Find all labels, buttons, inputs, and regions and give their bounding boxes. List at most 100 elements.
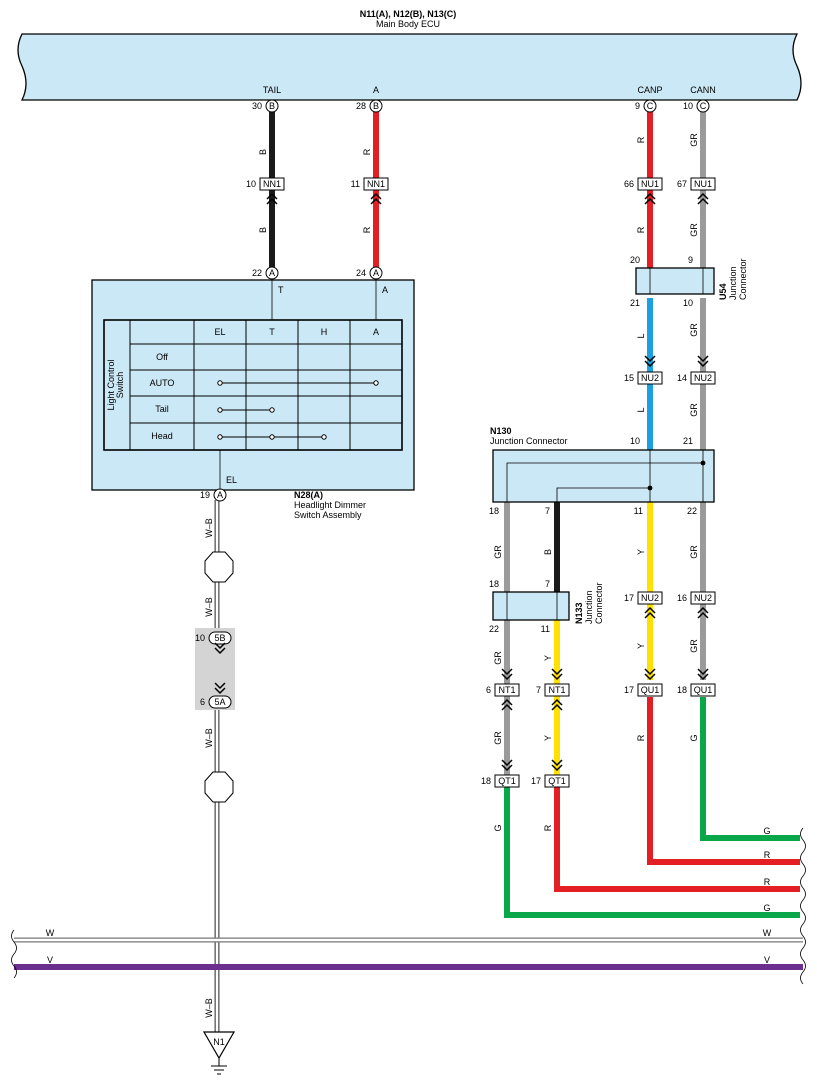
bus-v-label-left: V — [47, 955, 53, 965]
svg-text:17: 17 — [624, 685, 634, 695]
u54-name-1: Junction — [728, 266, 738, 300]
svg-text:5A: 5A — [214, 697, 225, 707]
label-y-2: Y — [543, 655, 553, 661]
n130-pin-18: 18 — [489, 506, 499, 516]
svg-text:18: 18 — [677, 685, 687, 695]
connector-qu1-17: QU1 17 — [624, 668, 663, 697]
light-control-switch-table — [103, 319, 403, 451]
svg-text:16: 16 — [677, 593, 687, 603]
svg-text:NN1: NN1 — [263, 179, 281, 189]
label-gr-5: GR — [493, 545, 503, 559]
splice-point-2 — [204, 771, 234, 803]
col-t: T — [269, 327, 275, 337]
label-b-3: B — [543, 549, 553, 555]
connector-nu2-17: NU2 17 — [624, 591, 663, 619]
svg-text:NU2: NU2 — [641, 373, 659, 383]
svg-text:C: C — [700, 101, 707, 111]
ecu-pin-tail: B 30 — [252, 99, 279, 113]
svg-text:B: B — [373, 101, 379, 111]
col-a: A — [373, 327, 379, 337]
connector-nu2-15: NU2 15 — [624, 355, 663, 385]
n133-pin-18: 18 — [489, 579, 499, 589]
svg-text:QU1: QU1 — [641, 685, 660, 695]
connector-nn1-10: NN1 10 — [246, 177, 285, 205]
svg-text:24: 24 — [356, 268, 366, 278]
svg-text:9: 9 — [635, 101, 640, 111]
n130-junction-dot-1 — [700, 460, 706, 466]
label-g-1: G — [689, 734, 699, 741]
ecu-pin-cann: C 10 — [683, 99, 710, 113]
label-r-1: R — [362, 148, 372, 155]
connector-nu2-16: NU2 16 — [677, 591, 716, 619]
svg-text:30: 30 — [252, 101, 262, 111]
svg-text:6: 6 — [486, 685, 491, 695]
svg-text:6: 6 — [200, 697, 205, 707]
connector-qt1-17: QT1 17 — [531, 759, 570, 788]
main-body-ecu — [17, 33, 802, 101]
svg-text:QT1: QT1 — [498, 776, 516, 786]
label-r-2: R — [362, 226, 372, 233]
junction-connector-n133 — [492, 591, 570, 621]
svg-text:14: 14 — [677, 373, 687, 383]
label-gr-3: GR — [689, 323, 699, 337]
svg-text:7: 7 — [536, 685, 541, 695]
connector-qt1-18: QT1 18 — [481, 759, 520, 788]
svg-text:NN1: NN1 — [367, 179, 385, 189]
connector-5a: 5A 6 — [200, 682, 232, 709]
svg-text:NU2: NU2 — [641, 593, 659, 603]
out-label-r2: R — [764, 877, 771, 887]
svg-text:NU1: NU1 — [641, 179, 659, 189]
switch-el-label: EL — [226, 475, 237, 485]
svg-text:15: 15 — [624, 373, 634, 383]
terminal-label-cann: CANN — [690, 85, 716, 95]
terminal-label-a: A — [373, 85, 379, 95]
n133-pin-11: 11 — [541, 624, 550, 634]
n130-name: Junction Connector — [490, 436, 568, 446]
u54-pin-9: 9 — [688, 255, 693, 265]
switch-side-label-2: Switch — [115, 372, 125, 399]
connector-nt1-7: NT1 7 — [536, 668, 570, 697]
connector-nt1-6: NT1 6 — [486, 668, 520, 697]
n130-pin-10: 10 — [630, 436, 640, 446]
svg-text:17: 17 — [531, 776, 541, 786]
switch-name-2: Switch Assembly — [294, 510, 362, 520]
u54-pin-20: 20 — [630, 255, 640, 265]
label-g-2: G — [493, 824, 503, 831]
wire-r-qu1-17 — [647, 697, 800, 865]
label-r-3: R — [636, 734, 646, 741]
col-h: H — [321, 327, 328, 337]
switch-name-1: Headlight Dimmer — [294, 500, 366, 510]
ecu-pin-a: B 28 — [356, 99, 383, 113]
svg-text:A: A — [269, 268, 275, 278]
connector-5b: 5B 10 — [195, 631, 232, 654]
n133-pin-7: 7 — [545, 579, 550, 589]
terminal-label-tail: TAIL — [263, 85, 281, 95]
label-gr-cann: GR — [689, 133, 699, 147]
svg-text:NU2: NU2 — [694, 593, 712, 603]
label-wb-1: W–B — [204, 518, 214, 538]
connector-nu1-67: NU1 67 — [677, 177, 716, 205]
junction-connector-u54 — [635, 267, 715, 295]
label-wb-3: W–B — [204, 728, 214, 748]
ground-n1: N1 — [202, 1031, 236, 1075]
label-gr-9: GR — [493, 731, 503, 745]
label-l-1: L — [636, 333, 646, 338]
svg-text:C: C — [647, 101, 654, 111]
ecu-title: N11(A), N12(B), N13(C) — [360, 9, 457, 19]
n133-name-2: Connector — [594, 582, 604, 624]
svg-text:22: 22 — [252, 268, 262, 278]
svg-text:66: 66 — [624, 179, 634, 189]
svg-text:A: A — [217, 490, 223, 500]
n130-pin-7: 7 — [545, 506, 550, 516]
switch-pin-24: A 24 — [356, 266, 383, 280]
svg-text:19: 19 — [200, 490, 210, 500]
n130-pin-21: 21 — [683, 436, 693, 446]
splice-point-1 — [204, 551, 234, 583]
svg-text:10: 10 — [683, 101, 693, 111]
svg-text:QU1: QU1 — [694, 685, 713, 695]
break-right — [800, 827, 806, 985]
svg-text:67: 67 — [677, 179, 687, 189]
switch-a-label: A — [382, 285, 388, 295]
svg-text:5B: 5B — [214, 633, 225, 643]
u54-name-2: Connector — [738, 258, 748, 300]
